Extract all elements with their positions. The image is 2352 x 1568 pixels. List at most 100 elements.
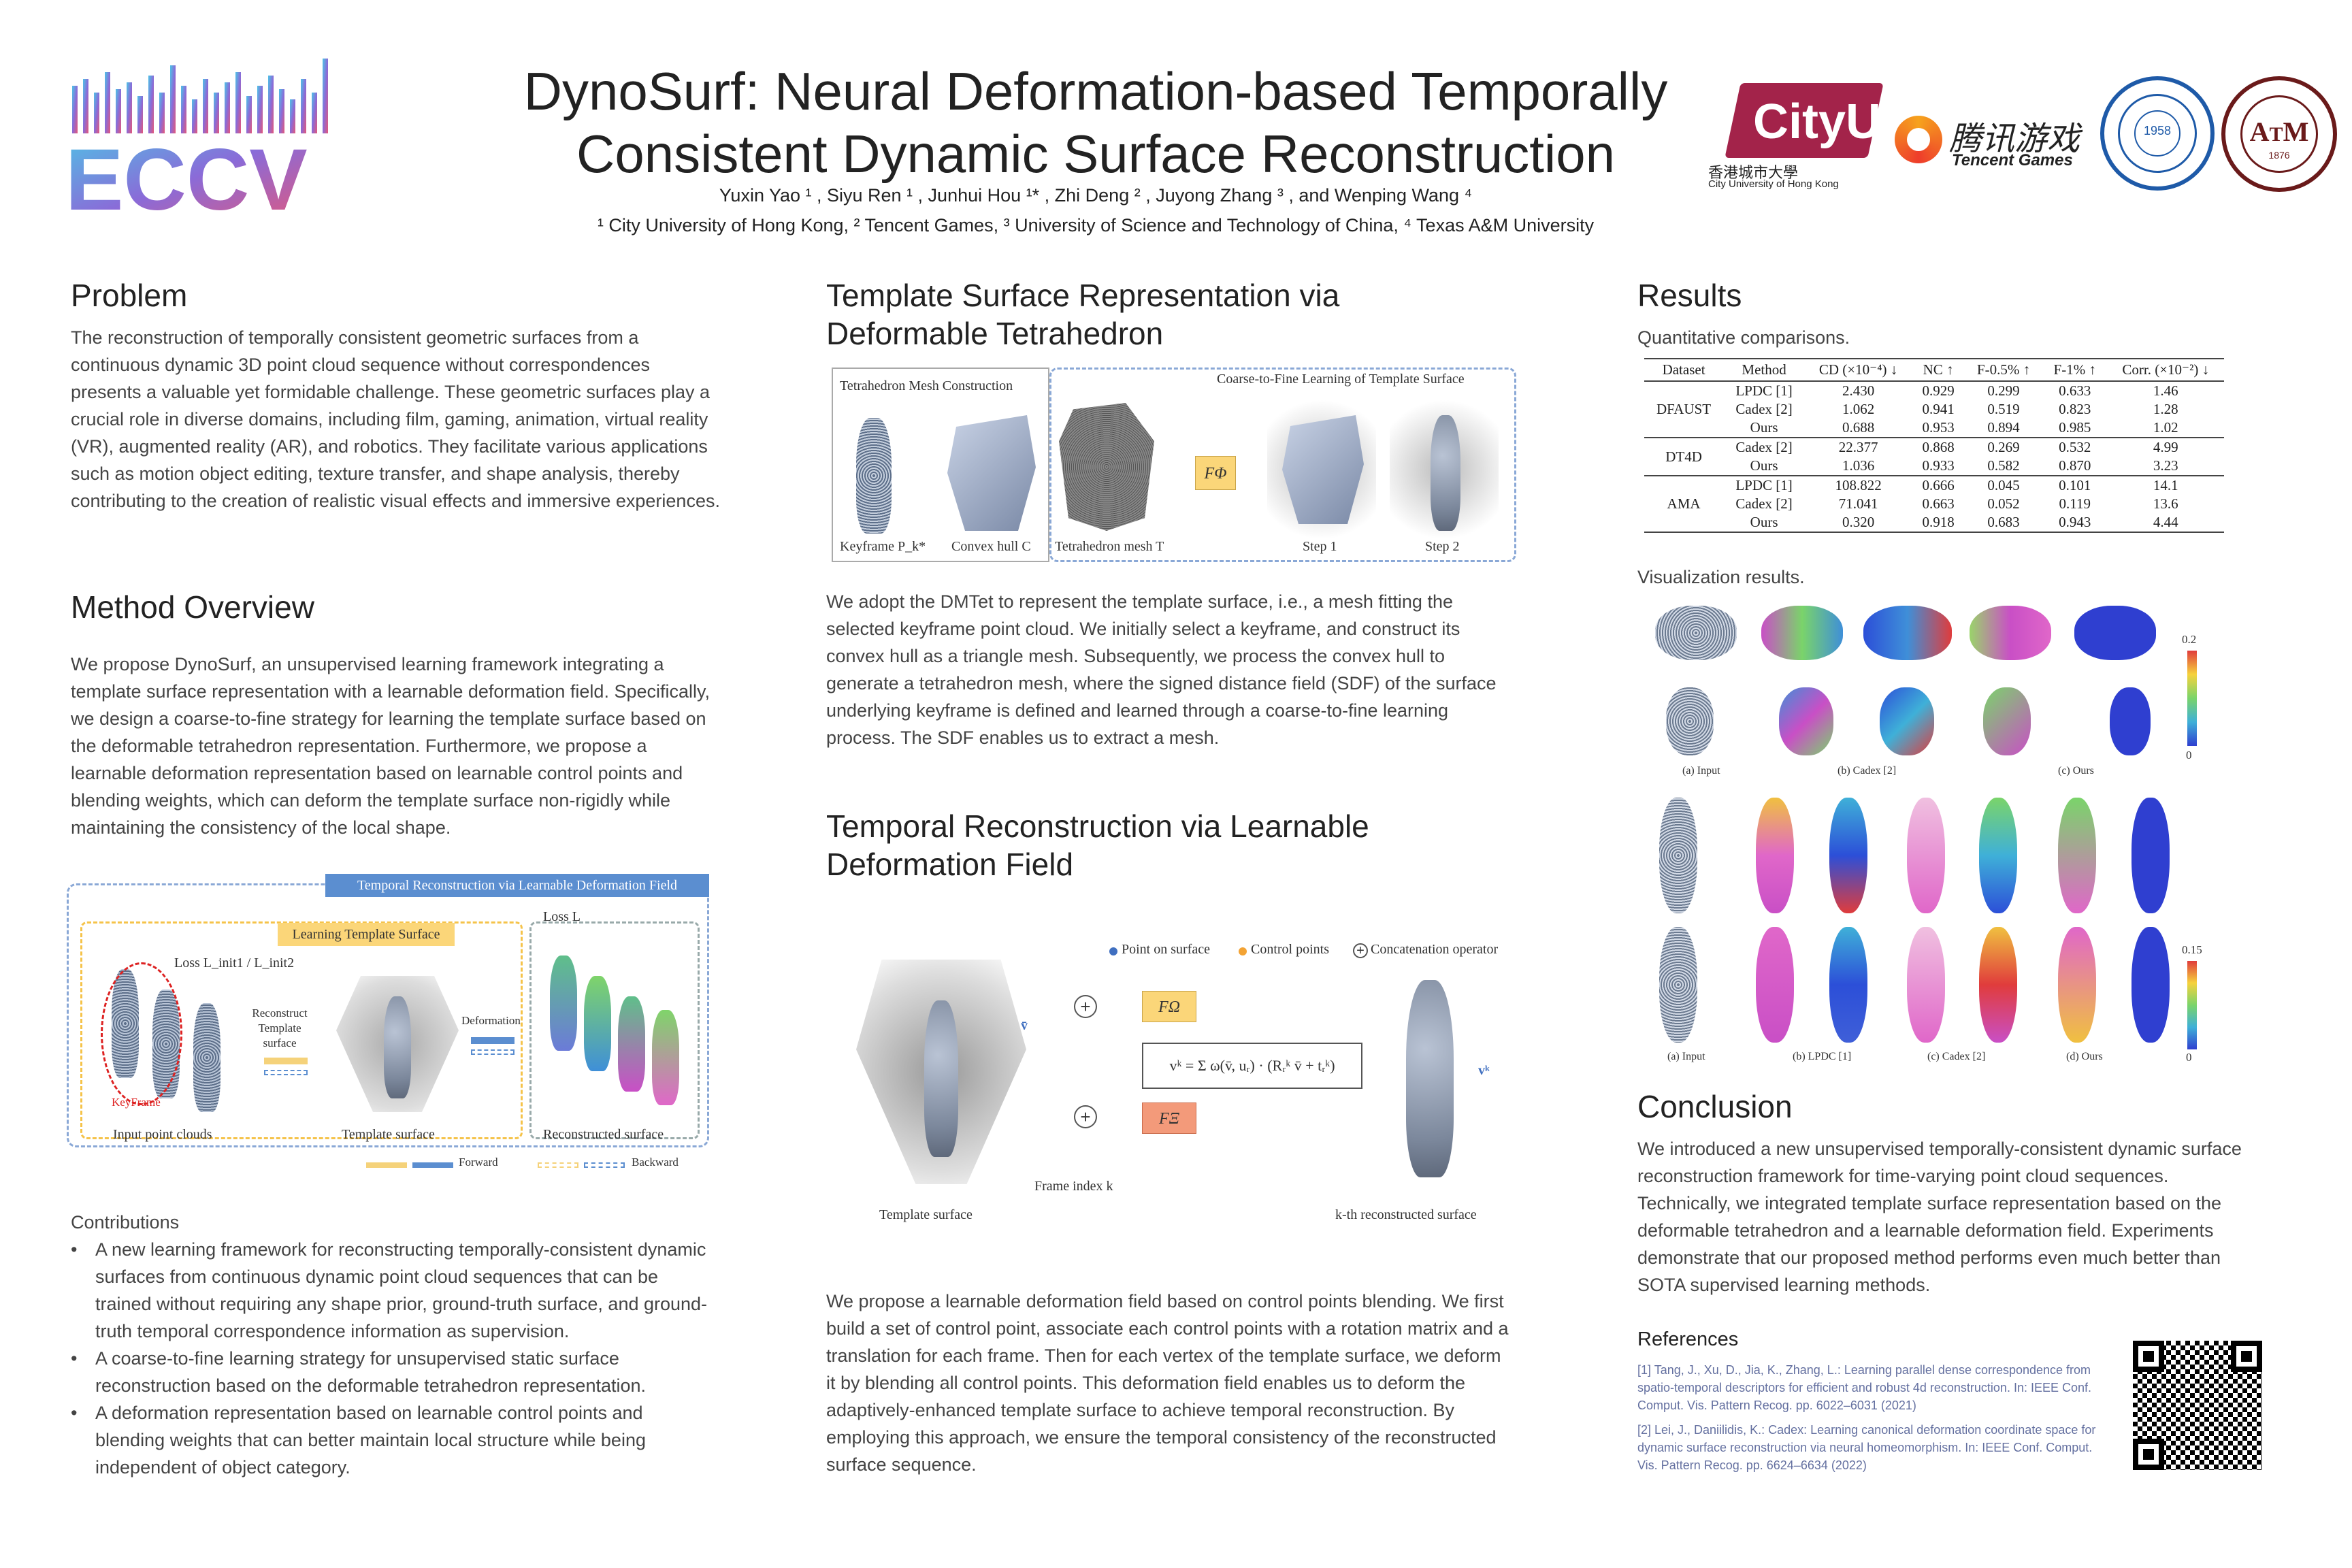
- authors: Yuxin Yao ¹ , Siyu Ren ¹ , Junhui Hou ¹*…: [719, 185, 1473, 206]
- convex-hull-label: Convex hull C: [951, 539, 1031, 554]
- tetra-construction-title: Tetrahedron Mesh Construction: [840, 378, 1013, 393]
- conclusion-text: We introduced a new unsupervised tempora…: [1637, 1139, 2242, 1295]
- dataset-cell: DFAUST: [1656, 401, 1712, 417]
- tencent-en-text: Tencent Games: [1952, 151, 2073, 169]
- table-cell: 2.430: [1842, 382, 1875, 399]
- table-cell: Ours: [1750, 457, 1778, 474]
- template-surface-label-t: Template surface: [879, 1207, 973, 1222]
- references-list: [1] Tang, J., Xu, D., Jia, K., Zhang, L.…: [1637, 1361, 2114, 1474]
- table-cell: 1.46: [2153, 382, 2178, 399]
- control-legend-dot: [1239, 947, 1247, 956]
- ustc-seal: 1958: [2100, 76, 2215, 191]
- contribution-item: A new learning framework for reconstruct…: [71, 1236, 710, 1345]
- method-heading: Method Overview: [71, 589, 314, 625]
- qr-code[interactable]: [2133, 1341, 2262, 1470]
- cityu-logo: CityU 香港城市大學 City University of Hong Kon…: [1705, 75, 1884, 197]
- table-cell: Cadex [2]: [1735, 495, 1793, 512]
- viz1-label-b: (b) Cadex [2]: [1838, 765, 1897, 777]
- dataset-cell: AMA: [1644, 475, 1724, 532]
- keyframe-label-tpl: Keyframe P_k*: [840, 539, 926, 554]
- colorbar-1-max: 0.2: [2182, 633, 2197, 646]
- loss-l-label: Loss L: [543, 909, 581, 924]
- input-pointclouds-label: Input point clouds: [113, 1127, 212, 1142]
- table-cell: Ours: [1750, 419, 1778, 436]
- table-cell: 3.23: [2153, 457, 2178, 474]
- viz-animals-figure: 0.2 0 (a) Input (b) Cadex [2] (c) Ours: [1647, 599, 2205, 783]
- viz2-label-b: (b) LPDC [1]: [1793, 1051, 1852, 1062]
- table-cell: 0.269: [1965, 437, 2042, 457]
- table-cell: LPDC [1]: [1723, 475, 1806, 495]
- cityu-logo-text: CityU: [1753, 95, 1882, 149]
- table-cell: 1.062: [1842, 401, 1875, 417]
- template-heading-line-1: Template Surface Representation via: [826, 278, 1340, 313]
- f-omega-block: FΩ: [1142, 991, 1196, 1022]
- template-heading: Template Surface Representation via Defo…: [826, 276, 1339, 353]
- problem-heading: Problem: [71, 278, 188, 313]
- colorbar-2: [2187, 961, 2197, 1049]
- coarse-fine-title: Coarse-to-Fine Learning of Template Surf…: [1217, 372, 1465, 387]
- problem-text: The reconstruction of temporally consist…: [71, 327, 720, 511]
- loss-init-label: Loss L_init1 / L_init2: [174, 956, 295, 970]
- table-cell: 14.1: [2107, 475, 2224, 495]
- table-cell: 0.119: [2059, 495, 2091, 512]
- frame-index-label: Frame index k: [1034, 1179, 1113, 1194]
- table-cell: 71.041: [1838, 495, 1878, 512]
- template-heading-line-2: Deformable Tetrahedron: [826, 316, 1164, 351]
- contribution-item: A coarse-to-fine learning strategy for u…: [71, 1345, 710, 1399]
- point-legend-dot: [1109, 947, 1117, 956]
- concat-op-top: +: [1074, 995, 1097, 1018]
- cityu-en-text: City University of Hong Kong: [1708, 178, 1839, 190]
- method-figure: Temporal Reconstruction via Learnable De…: [67, 874, 715, 1187]
- concat-legend-icon: +: [1353, 943, 1368, 958]
- table-cell: 0.663: [1922, 495, 1955, 512]
- table-cell: 108.822: [1805, 475, 1912, 495]
- table-cell: Cadex [2]: [1735, 401, 1793, 417]
- references-heading: References: [1637, 1328, 1739, 1350]
- reconstructed-surface-label: Reconstructed surface: [543, 1127, 664, 1142]
- temporal-text: We propose a learnable deformation field…: [826, 1291, 1509, 1475]
- template-figure: Tetrahedron Mesh Construction Coarse-to-…: [832, 368, 1519, 565]
- tencent-games-logo: 腾讯游戏 Tencent Games: [1895, 112, 2092, 173]
- tencent-cn-text: 腾讯游戏: [1949, 121, 2080, 157]
- table-cell: LPDC [1]: [1735, 382, 1793, 399]
- f-phi-block: FΦ: [1195, 456, 1236, 490]
- ustc-year: 1958: [2143, 124, 2172, 137]
- v-k-label: vᵏ: [1478, 1063, 1490, 1078]
- table-header: Corr. (×10⁻²) ↓: [2107, 359, 2224, 382]
- table-cell: 0.320: [1842, 514, 1875, 530]
- table-header: CD (×10⁻⁴) ↓: [1805, 359, 1912, 382]
- table-cell: 4.44: [2153, 514, 2178, 530]
- table-header: NC ↑: [1912, 359, 1965, 382]
- table-cell: 0.052: [1987, 495, 2020, 512]
- table-cell: 22.377: [1805, 437, 1912, 457]
- table-cell: 0.683: [1987, 514, 2020, 530]
- viz1-label-a: (a) Input: [1682, 765, 1720, 777]
- table-cell: 0.868: [1912, 437, 1965, 457]
- kth-recon-label: k-th reconstructed surface: [1335, 1207, 1477, 1222]
- tetra-mesh-shape: [1059, 403, 1154, 531]
- table-cell: 1.28: [2153, 401, 2178, 417]
- table-cell: 4.99: [2107, 437, 2224, 457]
- reconstruct-label: Reconstruct Template surface: [252, 1007, 308, 1049]
- colorbar-2-max: 0.15: [2182, 943, 2202, 956]
- input-pointcloud-figure: [91, 956, 268, 1112]
- table-cell: Ours: [1750, 514, 1778, 530]
- table-cell: 0.666: [1912, 475, 1965, 495]
- temporal-heading-line-1: Temporal Reconstruction via Learnable: [826, 808, 1369, 844]
- table-cell: 0.953: [1922, 419, 1955, 436]
- table-header: Method: [1723, 359, 1806, 382]
- table-cell: 0.918: [1922, 514, 1955, 530]
- reference-item: [1] Tang, J., Xu, D., Jia, K., Zhang, L.…: [1637, 1363, 2092, 1412]
- affiliations: ¹ City University of Hong Kong, ² Tencen…: [597, 215, 1595, 235]
- temporal-figure: v̄ Point on surface Control points + Con…: [826, 932, 1520, 1232]
- table-header: Dataset: [1644, 359, 1724, 382]
- table-cell: 0.045: [1965, 475, 2042, 495]
